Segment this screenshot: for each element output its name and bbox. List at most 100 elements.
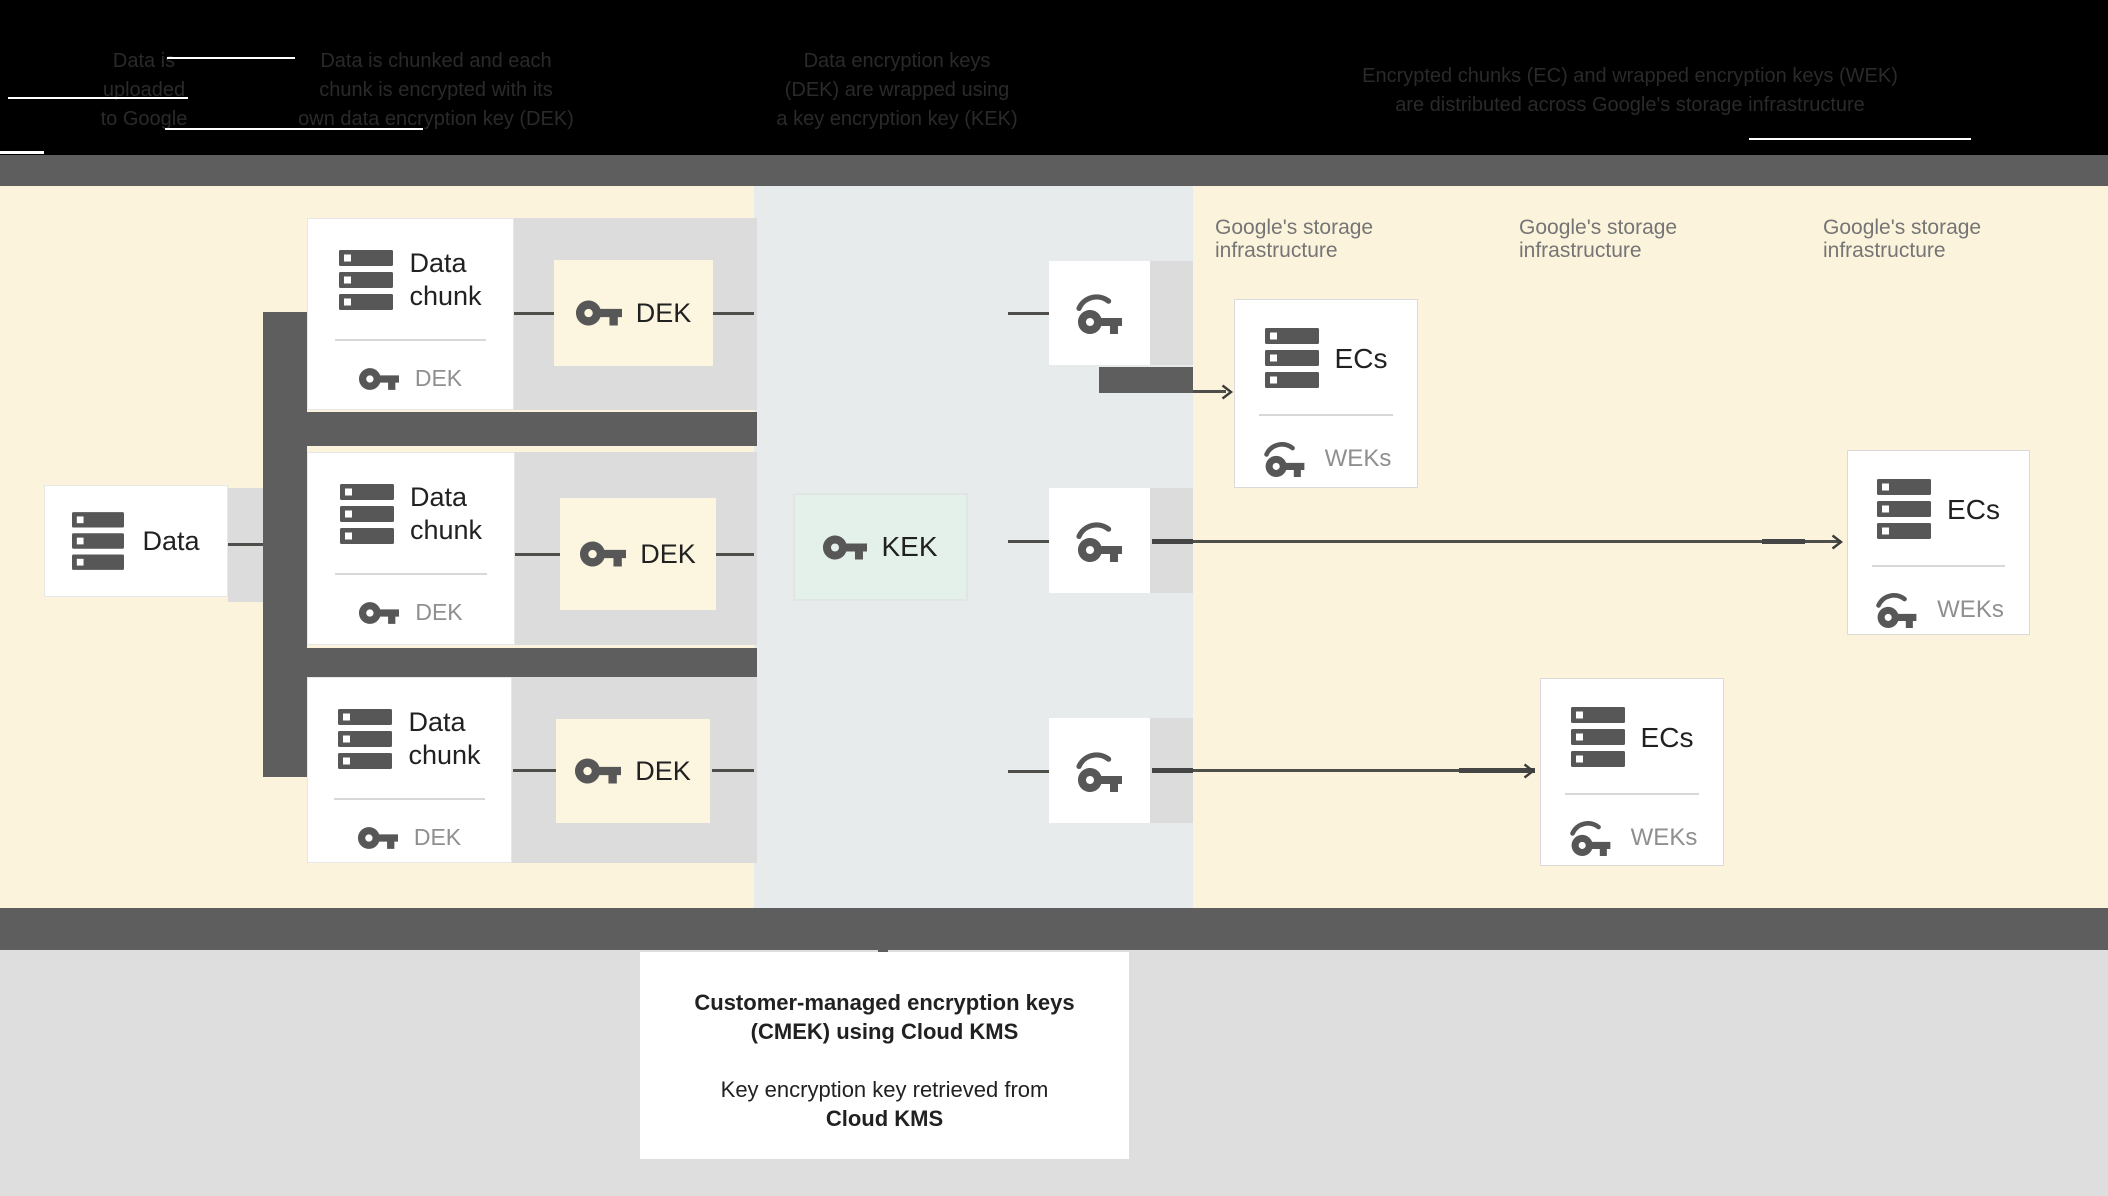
- inter-row-bar-2: [283, 648, 757, 677]
- flow-line: [713, 312, 754, 315]
- key-icon: [823, 535, 868, 559]
- data-box: Data: [44, 485, 228, 597]
- banner-underline-artifact: [8, 97, 188, 99]
- stack-icon: [1570, 707, 1625, 767]
- stack-icon: [339, 484, 394, 544]
- ecs-box-2: ECs WEKs: [1540, 678, 1724, 866]
- arrow-line-row2: [1152, 540, 1841, 543]
- key-icon: [357, 826, 398, 849]
- header-banner: Data is uploaded to Google Data is chunk…: [0, 0, 2108, 155]
- ecs-label: ECs: [1334, 342, 1388, 374]
- wrapped-key-icon: [1075, 521, 1122, 562]
- banner-underline-artifact: [1749, 138, 1971, 140]
- top-divider-band: [0, 155, 2108, 186]
- box-divider: [1871, 565, 2006, 567]
- dek-box-3: DEK: [556, 719, 710, 823]
- banner-step-distribute: Encrypted chunks (EC) and wrapped encryp…: [1305, 62, 1955, 120]
- key-icon: [580, 541, 627, 567]
- wrapped-key-icon: [1075, 751, 1122, 792]
- bottom-divider-band: [0, 908, 2108, 950]
- flow-line: [716, 553, 754, 556]
- weks-label: WEKs: [1630, 823, 1698, 851]
- banner-text-line: Data is: [112, 50, 176, 72]
- stack-icon: [338, 709, 393, 769]
- flow-line: [514, 312, 554, 315]
- flow-line: [1008, 540, 1049, 543]
- kek-box: KEK: [793, 493, 968, 601]
- ecs-box-1: ECs WEKs: [1234, 299, 1418, 488]
- banner-underline-artifact: [165, 128, 423, 130]
- flow-line: [1008, 770, 1049, 773]
- arrow-right-icon: [1221, 384, 1233, 400]
- caption-title: Customer-managed encryption keys (CMEK) …: [694, 990, 1075, 1044]
- dek-small-label: DEK: [413, 824, 462, 850]
- banner-text-line: chunk is encrypted with its: [319, 79, 553, 101]
- box-divider: [334, 573, 488, 575]
- box-divider: [1258, 414, 1394, 416]
- caption-box: Customer-managed encryption keys (CMEK) …: [640, 952, 1129, 1159]
- wrapped-key-icon: [1263, 442, 1305, 477]
- arrow-line-row3: [1152, 769, 1533, 772]
- line-segment: [1152, 768, 1193, 773]
- flow-line: [513, 769, 556, 772]
- flow-line: [228, 543, 263, 546]
- wrapped-key-box-3: [1049, 718, 1150, 823]
- flow-line: [1008, 312, 1049, 315]
- banner-text-line: to Google: [100, 108, 188, 130]
- banner-text-line: Data encryption keys: [803, 50, 991, 72]
- stack-icon: [72, 512, 125, 570]
- fanout-trunk: [263, 312, 307, 777]
- key1-strip: [1150, 261, 1193, 365]
- wrapped-key-icon: [1876, 593, 1917, 628]
- banner-text-line: a key encryption key (KEK): [776, 108, 1018, 130]
- dek-box-2: DEK: [560, 498, 716, 610]
- weks-label: WEKs: [1324, 444, 1392, 472]
- data-label: Data: [142, 525, 200, 556]
- banner-text-line: own data encryption key (DEK): [298, 108, 574, 130]
- weks-label: WEKs: [1937, 595, 2004, 623]
- banner-text-line: Data is chunked and each: [320, 50, 552, 72]
- flow-line: [712, 769, 754, 772]
- flow-line: [515, 553, 560, 556]
- banner-step-chunk: Data is chunked and each chunk is encryp…: [295, 47, 577, 134]
- banner-text-line: are distributed across Google's storage …: [1395, 94, 1865, 116]
- arrow-right-icon: [1831, 534, 1843, 550]
- dek-small-label: DEK: [414, 365, 463, 391]
- caption-area: Customer-managed encryption keys (CMEK) …: [0, 950, 2108, 1196]
- banner-underline-artifact: [0, 151, 44, 154]
- arrow-right-icon: [1523, 763, 1535, 779]
- banner-underline-artifact: [167, 57, 295, 59]
- line-segment: [1762, 539, 1805, 544]
- inter-row-bar-1: [283, 412, 757, 446]
- banner-text-line: Encrypted chunks (EC) and wrapped encryp…: [1362, 65, 1898, 87]
- box-divider: [1564, 793, 1700, 795]
- banner-text-line: (DEK) are wrapped using: [784, 79, 1010, 101]
- wek-connector-block: [1099, 367, 1193, 393]
- dek-small-label: DEK: [415, 599, 463, 625]
- banner-text-line: uploaded: [102, 79, 186, 101]
- stack-icon: [1264, 328, 1319, 388]
- wrapped-key-box-1: [1049, 261, 1150, 365]
- key-icon: [358, 367, 399, 390]
- wrapped-key-icon: [1075, 294, 1122, 334]
- kek-label: KEK: [881, 531, 938, 562]
- banner-step-upload: Data is uploaded to Google: [86, 47, 202, 134]
- dek-label: DEK: [640, 538, 696, 569]
- stack-icon: [1877, 479, 1932, 539]
- box-divider: [334, 339, 487, 341]
- dek-box-1: DEK: [554, 260, 713, 366]
- ecs-box-3: ECs WEKs: [1847, 450, 2030, 635]
- dek-label: DEK: [635, 297, 692, 328]
- stack-icon: [339, 250, 394, 310]
- key-icon: [359, 601, 400, 624]
